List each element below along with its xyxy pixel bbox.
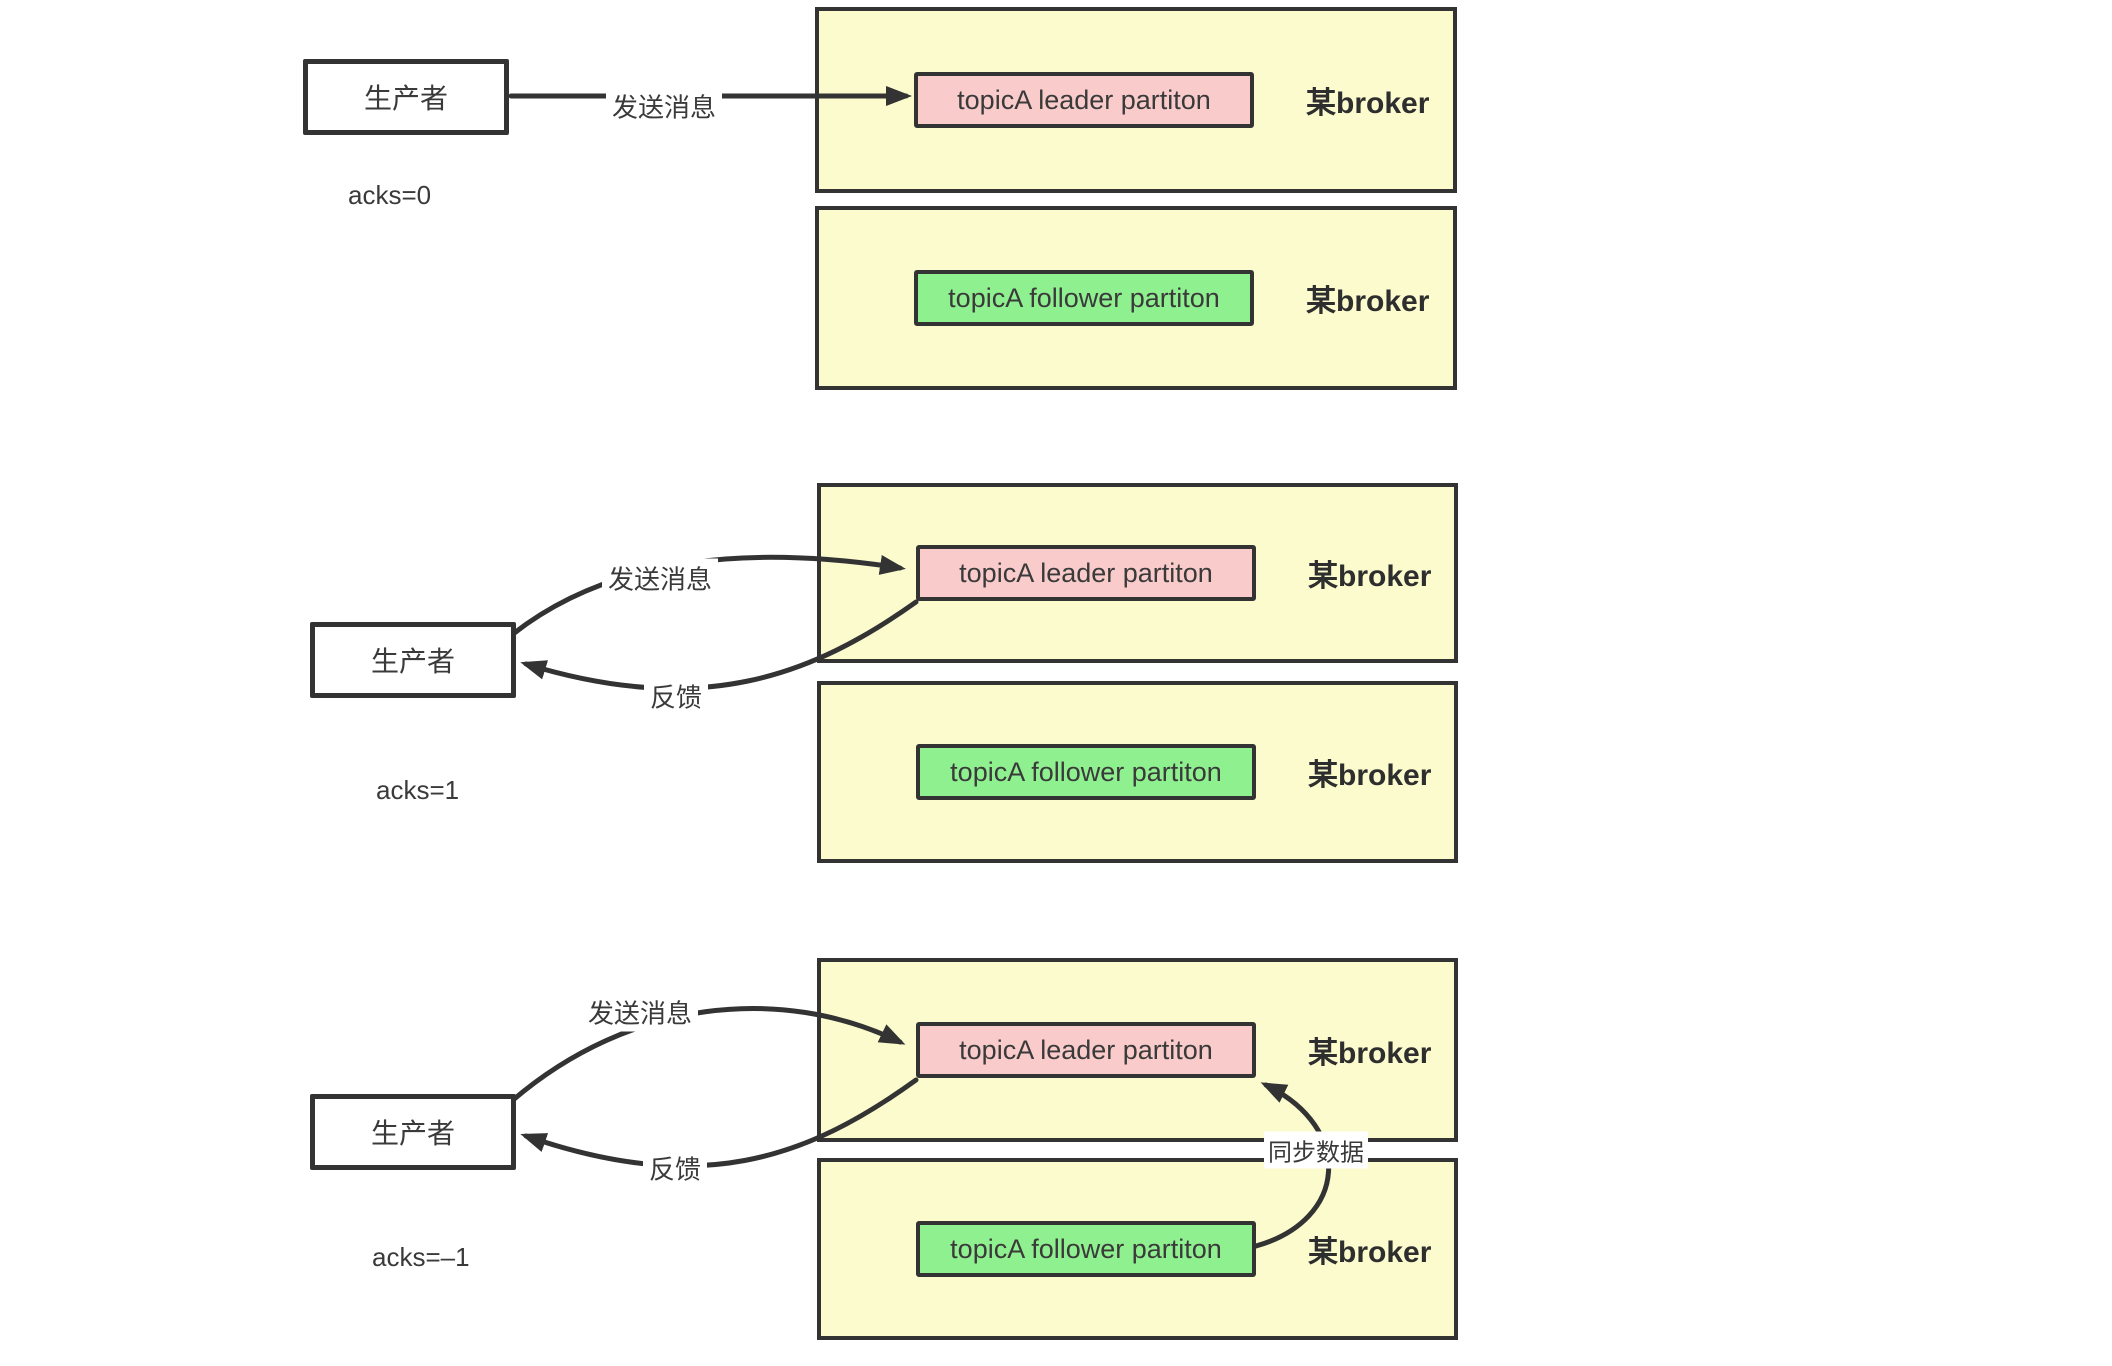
broker-box-s3-leader: topicA leader partiton 某broker bbox=[817, 958, 1458, 1142]
broker-name: 某broker bbox=[1308, 1236, 1432, 1269]
leader-partition-box: topicA leader partiton bbox=[914, 72, 1254, 128]
broker-name: 某broker bbox=[1308, 560, 1432, 593]
leader-partition-box: topicA leader partiton bbox=[916, 545, 1256, 601]
leader-partition-box: topicA leader partiton bbox=[916, 1022, 1256, 1078]
broker-box-s3-follower: topicA follower partiton 某broker bbox=[817, 1158, 1458, 1340]
broker-box-s2-follower: topicA follower partiton 某broker bbox=[817, 681, 1458, 863]
follower-partition-box: topicA follower partiton bbox=[916, 1221, 1256, 1277]
send-label-s3: 发送消息 bbox=[581, 992, 699, 1032]
follower-partition-box: topicA follower partiton bbox=[914, 270, 1254, 326]
acks-label-s2: acks=1 bbox=[376, 775, 460, 805]
broker-box-s2-leader: topicA leader partiton 某broker bbox=[817, 483, 1458, 663]
feedback-label-s3: 反馈 bbox=[642, 1148, 708, 1188]
broker-box-s1-leader: topicA leader partiton 某broker bbox=[815, 7, 1457, 193]
broker-box-s1-follower: topicA follower partiton 某broker bbox=[815, 206, 1457, 390]
producer-box-s1: 生产者 bbox=[303, 59, 509, 135]
acks-label-s1: acks=0 bbox=[348, 180, 432, 210]
broker-name: 某broker bbox=[1306, 285, 1430, 318]
broker-name: 某broker bbox=[1308, 1037, 1432, 1070]
follower-partition-box: topicA follower partiton bbox=[916, 744, 1256, 800]
acks-label-s3: acks=–1 bbox=[372, 1242, 470, 1272]
producer-box-s2: 生产者 bbox=[310, 622, 516, 698]
feedback-label-s2: 反馈 bbox=[643, 676, 709, 716]
broker-name: 某broker bbox=[1306, 87, 1430, 120]
producer-box-s3: 生产者 bbox=[310, 1094, 516, 1170]
sync-data-label-s3: 同步数据 bbox=[1264, 1131, 1368, 1169]
send-label-s2: 发送消息 bbox=[601, 558, 719, 598]
broker-name: 某broker bbox=[1308, 759, 1432, 792]
send-label-s1: 发送消息 bbox=[605, 86, 723, 126]
